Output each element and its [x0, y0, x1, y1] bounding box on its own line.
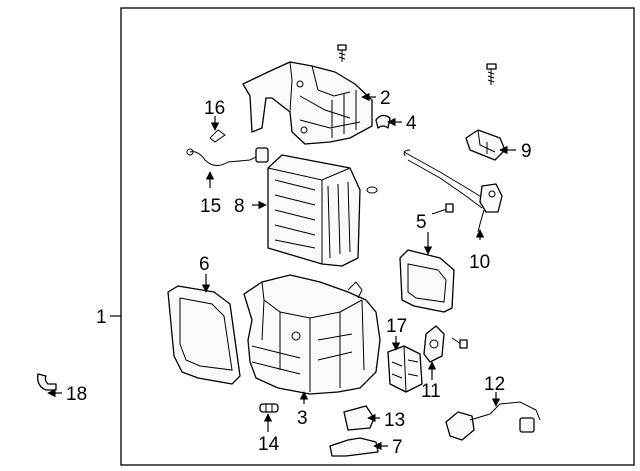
part-wire-harness [445, 401, 541, 441]
callout-3: 3 [297, 408, 308, 429]
callout-7: 7 [392, 437, 403, 458]
callout-2: 2 [380, 88, 391, 109]
callout-5: 5 [416, 212, 427, 233]
part-hose-clip [37, 373, 57, 391]
bolt-right [486, 63, 497, 85]
callout-14: 14 [258, 434, 280, 455]
part-module [343, 405, 375, 431]
callout-15: 15 [200, 196, 221, 217]
assembly-frame [120, 7, 635, 466]
bolt-top [337, 44, 347, 62]
callout-4: 4 [406, 113, 417, 134]
callout-13: 13 [384, 410, 405, 431]
leader-lines [47, 92, 516, 451]
part-expansion-valve [465, 129, 506, 161]
callout-16: 16 [204, 98, 225, 119]
callout-10: 10 [469, 252, 490, 273]
callout-8: 8 [234, 196, 245, 217]
callout-9: 9 [521, 141, 532, 162]
part-fitting [259, 403, 279, 413]
part-clip [375, 114, 391, 129]
part-thermistor-wire [186, 129, 269, 166]
part-pipes [403, 149, 503, 233]
screw-11 [451, 337, 468, 349]
part-bracket [329, 437, 379, 457]
part-blower-resistor [387, 345, 423, 393]
part-upper-case [242, 61, 373, 145]
callout-17: 17 [386, 316, 407, 337]
part-seal-left [167, 285, 241, 385]
part-seal-right [399, 249, 455, 313]
part-servo [423, 325, 445, 363]
part-lower-case [243, 274, 381, 395]
callout-18: 18 [66, 384, 87, 405]
callout-6: 6 [199, 254, 210, 275]
callout-11: 11 [421, 381, 441, 402]
screw-5 [431, 203, 454, 215]
callout-1: 1 [96, 307, 107, 328]
part-evaporator [267, 154, 378, 267]
callout-12: 12 [484, 374, 505, 395]
